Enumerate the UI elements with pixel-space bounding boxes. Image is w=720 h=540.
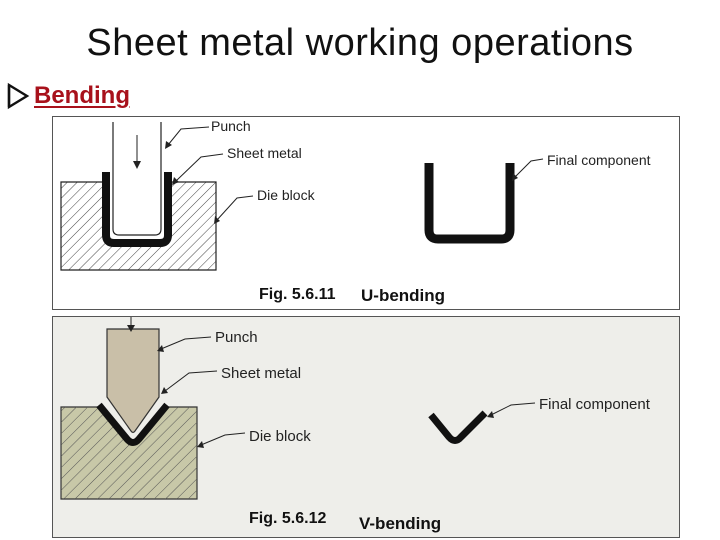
v-bending-diagram: Punch Sheet metal Die block Final compon…	[60, 317, 651, 533]
v-bending-figure: Punch Sheet metal Die block Final compon…	[52, 316, 680, 538]
sheet-metal-u	[102, 172, 172, 247]
sheet-leader-arrowhead	[161, 387, 168, 394]
final-component-label: Final component	[539, 396, 651, 413]
arrow-bullet-icon	[7, 82, 30, 110]
final-leader-arrowhead	[512, 173, 518, 181]
slide-title: Sheet metal working operations	[86, 22, 634, 64]
die-block-label: Die block	[249, 428, 311, 445]
punch-label: Punch	[215, 329, 258, 346]
final-component-label: Final component	[547, 152, 651, 168]
die-leader	[216, 195, 254, 221]
punch-force-arrowhead	[133, 161, 141, 169]
bullet-item: Bending	[6, 78, 130, 114]
figure-caption-number: Fig. 5.6.12	[249, 510, 326, 527]
punch	[112, 122, 162, 236]
sheet-leader-arrowhead	[172, 177, 179, 185]
sheet-metal-v	[96, 402, 170, 446]
final-leader-arrowhead	[487, 411, 494, 418]
final-leader	[514, 158, 544, 178]
final-component-u	[424, 163, 515, 244]
sheet-leader	[175, 153, 224, 182]
punch	[106, 328, 160, 434]
figure-caption-number: Fig. 5.6.11	[259, 286, 336, 303]
u-bending-diagram: Punch Sheet metal Die block Final compon…	[60, 118, 651, 305]
die-leader-arrowhead	[214, 216, 220, 224]
punch-leader-arrowhead	[157, 345, 164, 352]
sheet-metal-label: Sheet metal	[221, 365, 301, 382]
final-component-v	[428, 410, 488, 444]
punch-label: Punch	[211, 118, 251, 134]
bullet-label: Bending	[34, 82, 130, 109]
figure-caption-title: V-bending	[359, 514, 441, 533]
die-leader-arrowhead	[197, 441, 204, 448]
figure-caption-title: U-bending	[361, 286, 445, 305]
final-leader	[490, 402, 536, 416]
sheet-leader	[164, 370, 218, 392]
punch-leader	[167, 126, 210, 146]
punch-leader-arrowhead	[165, 141, 172, 149]
die-block-label: Die block	[257, 187, 316, 203]
punch-force-arrowhead	[127, 325, 135, 332]
punch-leader	[160, 336, 212, 350]
die-leader	[200, 432, 246, 446]
sheet-metal-label: Sheet metal	[227, 145, 302, 161]
u-bending-figure: Punch Sheet metal Die block Final compon…	[52, 116, 680, 310]
